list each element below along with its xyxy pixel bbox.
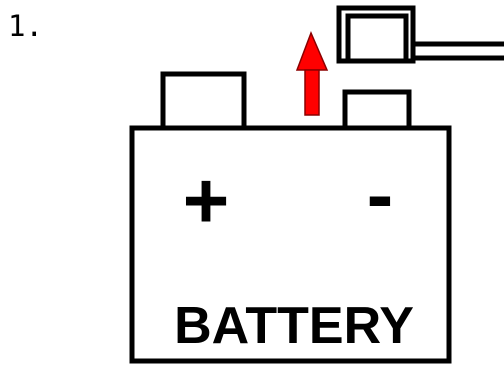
terminal-clamp xyxy=(336,5,504,64)
positive-symbol: + xyxy=(183,156,230,245)
battery-body xyxy=(129,125,452,364)
clamp-inner xyxy=(345,13,409,64)
battery-label: BATTERY xyxy=(174,297,414,355)
step-number: 1. xyxy=(8,9,43,43)
negative-terminal-post xyxy=(342,89,412,131)
arrow-shaft xyxy=(304,69,320,116)
lift-arrow-icon xyxy=(295,31,329,116)
arrow-head xyxy=(295,31,329,71)
positive-terminal-post xyxy=(160,71,247,131)
negative-symbol: - xyxy=(367,150,394,239)
